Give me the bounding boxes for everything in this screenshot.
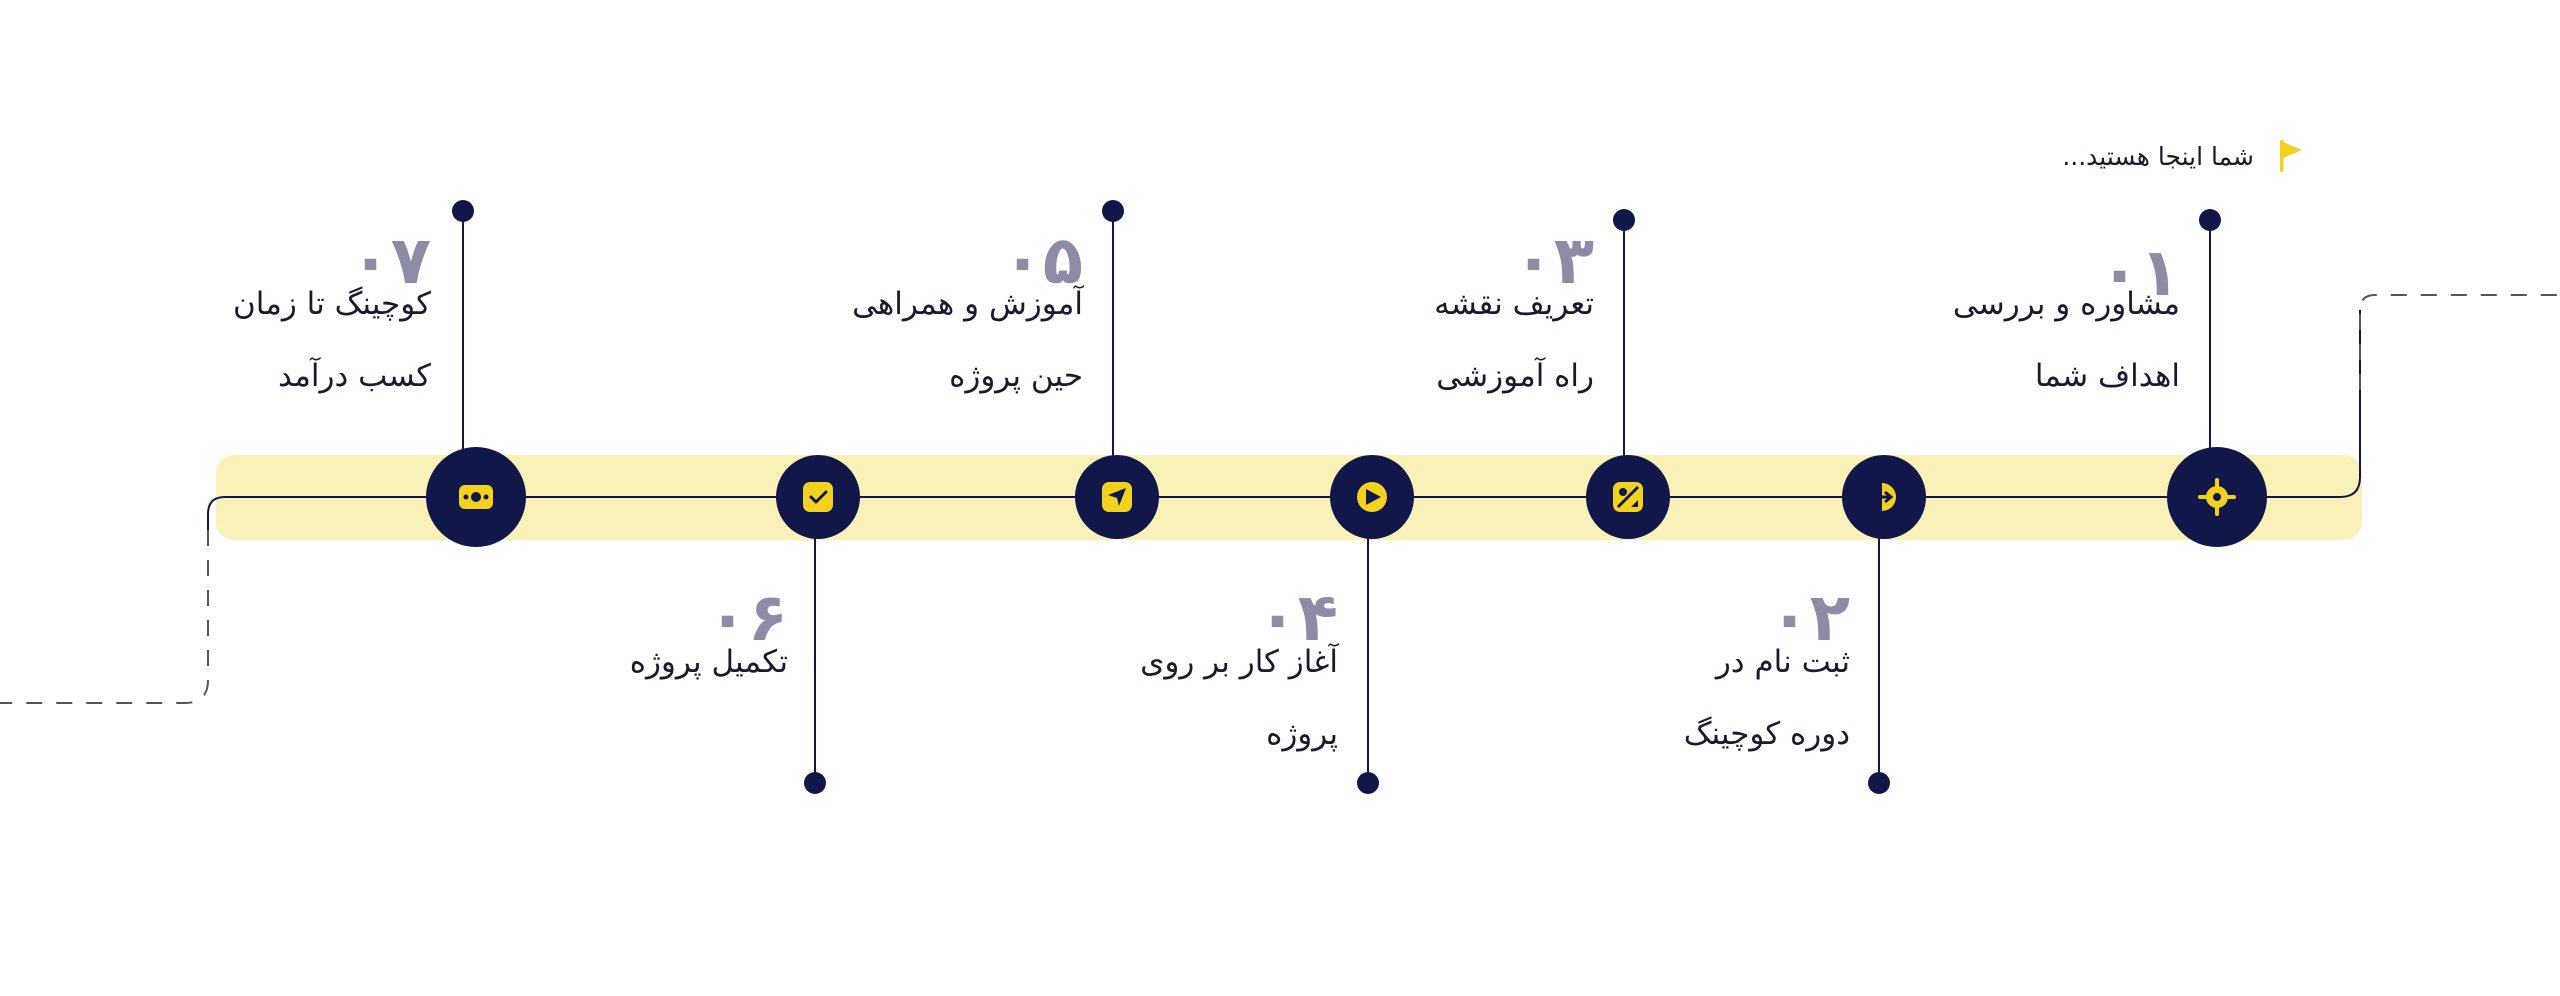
step-stem-dot	[1357, 772, 1379, 794]
timeline-curve-right	[2339, 310, 2361, 498]
flag-icon	[2280, 140, 2302, 172]
step-node	[2167, 447, 2267, 547]
play-icon	[1357, 482, 1387, 512]
step-number: ۰۵	[1002, 222, 1083, 299]
step-node	[1075, 455, 1159, 539]
target-icon	[2198, 478, 2236, 516]
map-icon	[1613, 482, 1643, 512]
login-icon	[1872, 483, 1896, 511]
dashed-connector-right	[2359, 294, 2560, 390]
send-icon	[1102, 482, 1132, 512]
step-node	[1586, 455, 1670, 539]
step-node	[1330, 455, 1414, 539]
check-icon	[803, 482, 833, 512]
step-label-line: اهداف شما	[2034, 358, 2180, 394]
money-icon	[459, 485, 493, 509]
step-label-line: راه آموزشی	[1436, 358, 1594, 394]
step-label-line: آغاز کار بر روی	[1140, 644, 1338, 680]
step-node	[776, 455, 860, 539]
step-stem-dot	[1613, 209, 1635, 231]
step-number: ۰۲	[1769, 579, 1850, 656]
dashed-connector-left	[0, 530, 209, 704]
step-label-line: کوچینگ تا زمان	[233, 286, 431, 322]
step-label-line: ثبت نام در	[1715, 644, 1850, 680]
you-are-here: شما اینجا هستید...	[2040, 136, 2310, 176]
step-label-line: حین پروژه	[949, 358, 1083, 394]
step-stem-dot	[2199, 209, 2221, 231]
step-label-line: کسب درآمد	[278, 358, 431, 394]
step-label-line: تعریف نقشه	[1434, 286, 1594, 322]
step-stem-dot	[1102, 200, 1124, 222]
step-label-line: پروژه	[1266, 716, 1338, 752]
step-label-line: آموزش و همراهی	[852, 286, 1083, 322]
step-label-line: تکمیل پروژه	[629, 644, 788, 680]
step-number: ۰۷	[350, 222, 431, 299]
step-stem-dot	[1868, 772, 1890, 794]
step-stem-dot	[452, 200, 474, 222]
you-are-here-label: شما اینجا هستید...	[2062, 142, 2254, 171]
step-number: ۰۴	[1257, 579, 1338, 656]
step-number: ۰۱	[2099, 234, 2180, 311]
timeline-curve-left	[207, 496, 226, 530]
step-label-line: مشاوره و بررسی	[1952, 286, 2180, 322]
step-node	[1842, 455, 1926, 539]
step-stem-dot	[804, 772, 826, 794]
step-number: ۰۳	[1513, 222, 1594, 299]
step-label-line: دوره کوچینگ	[1683, 716, 1850, 752]
step-node	[426, 447, 526, 547]
step-number: ۰۶	[707, 579, 788, 656]
